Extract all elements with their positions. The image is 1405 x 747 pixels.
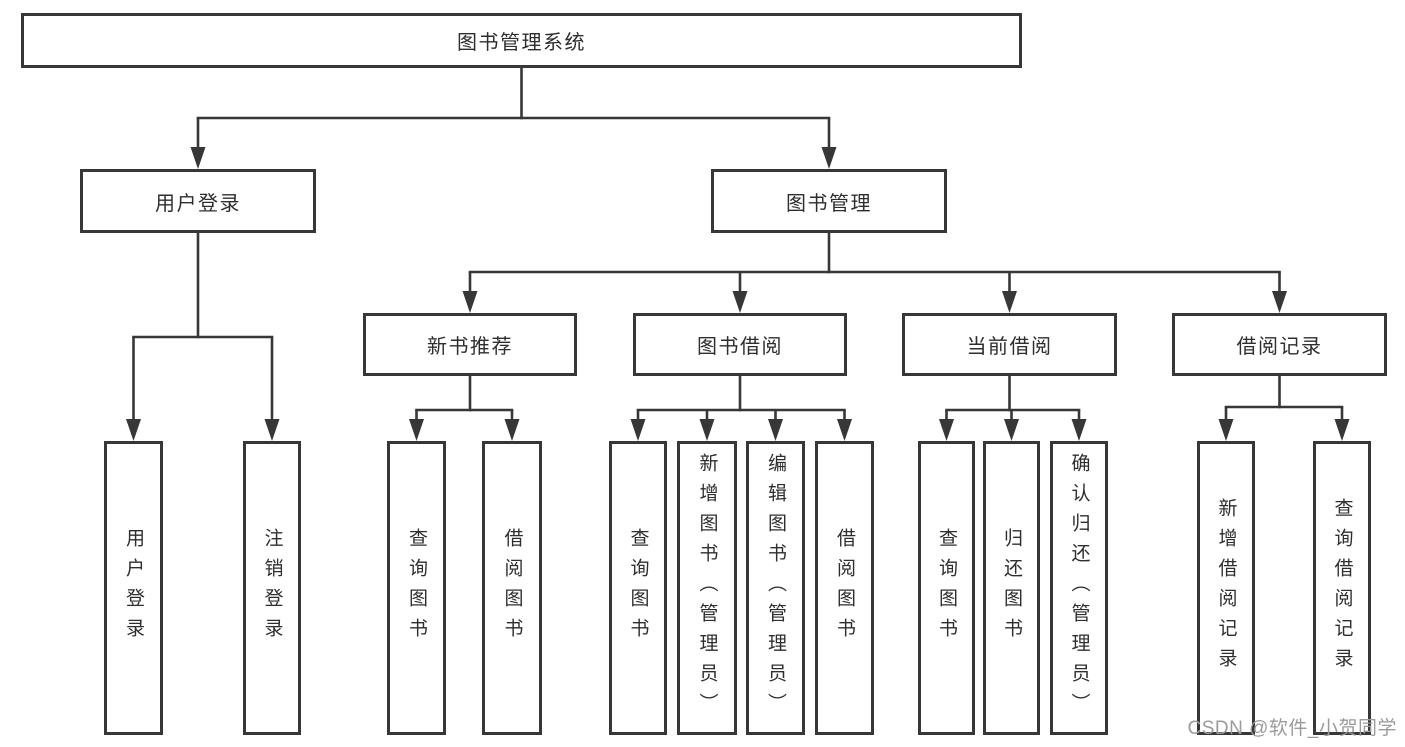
node-new-book-recommendation: 新书推荐 [363,313,577,376]
csdn-watermark: CSDN @软件_小贺同学 [1187,718,1397,739]
leaf-user-login: 用户登录 [104,441,163,735]
leaf-borrow-books-borrowing: 借阅图书 [815,441,874,735]
leaf-edit-book-admin: 编辑图书（管理员） [746,441,805,735]
leaf-logout: 注销登录 [243,441,301,735]
leaf-confirm-return-admin: 确认归还（管理员） [1050,441,1108,735]
node-current-borrowing: 当前借阅 [902,313,1117,376]
node-book-management: 图书管理 [711,169,947,233]
leaf-query-books-current: 查询图书 [918,441,975,735]
leaf-query-books-recommend: 查询图书 [387,441,446,735]
node-library-management-system: 图书管理系统 [21,13,1022,68]
node-borrowing-records: 借阅记录 [1172,313,1387,376]
leaf-borrow-books-recommend: 借阅图书 [482,441,542,735]
node-book-borrowing: 图书借阅 [633,313,847,376]
node-user-login: 用户登录 [80,169,316,233]
leaf-return-book: 归还图书 [983,441,1040,735]
leaf-query-borrow-record: 查询借阅记录 [1313,441,1371,735]
leaf-query-books-borrowing: 查询图书 [609,441,667,735]
leaf-add-borrow-record: 新增借阅记录 [1197,441,1255,735]
leaf-add-book-admin: 新增图书（管理员） [677,441,737,735]
